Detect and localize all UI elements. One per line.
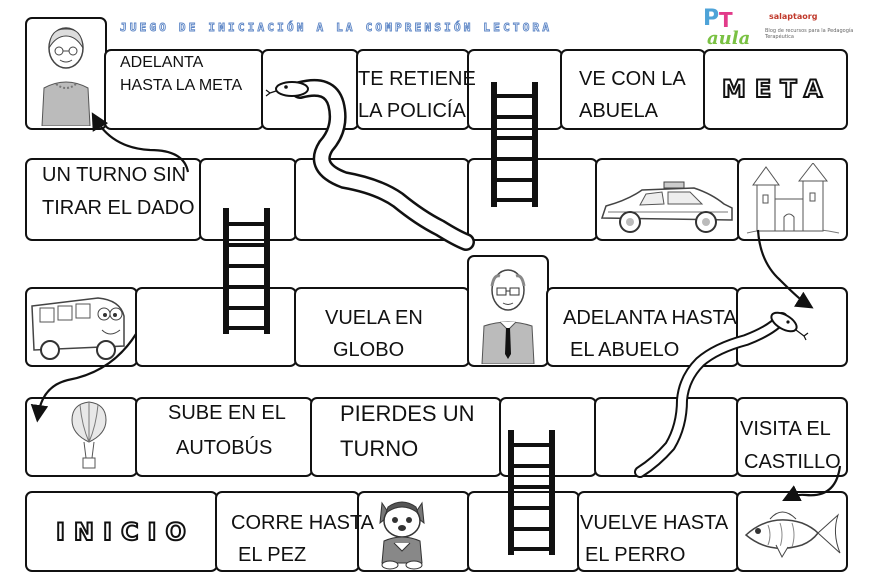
label-abuela-2: ABUELA	[579, 100, 658, 122]
label-adelanta-meta-1: ADELANTA	[120, 54, 204, 71]
label-policia-2: LA POLICÍA	[358, 100, 466, 122]
puppy-picture	[379, 501, 425, 570]
square-empty-r2c3[interactable]	[294, 158, 470, 241]
logo-letter-t: T	[719, 8, 733, 32]
label-abuelo-2: EL ABUELO	[570, 339, 680, 361]
game-title: JUEGO DE INICIACIÓN A LA COMPRENSIÓN LEC…	[120, 21, 553, 35]
castle-picture	[746, 163, 840, 234]
logo-tagline: Blog de recursos para la Pedagogía Terap…	[765, 28, 854, 40]
square-inicio[interactable]	[25, 491, 218, 572]
label-autobus-2: AUTOBÚS	[176, 437, 273, 459]
label-castillo-2: CASTILLO	[744, 451, 841, 473]
square-corre-pez[interactable]	[215, 491, 360, 572]
label-pierdes-1: PIERDES UN	[340, 401, 475, 426]
grandmother-picture	[41, 27, 91, 126]
label-autobus-1: SUBE EN EL	[168, 402, 286, 424]
logo-letter-p: P	[703, 6, 720, 31]
label-policia-1: TE RETIENE	[358, 68, 476, 90]
label-globo-1: VUELA EN	[325, 307, 423, 329]
label-vuelve-perro-1: VUELVE HASTA	[580, 512, 729, 534]
label-globo-2: GLOBO	[333, 339, 405, 361]
label-abuelo-1: ADELANTA HASTA	[563, 307, 737, 329]
label-meta: META	[721, 74, 832, 104]
square-ladder-r4[interactable]	[499, 397, 597, 477]
fish-picture	[744, 511, 841, 559]
label-vuelve-perro-2: EL PERRO	[585, 544, 686, 566]
square-ladder-bottom-r5[interactable]	[467, 491, 580, 572]
logo-word-aula: aula	[707, 28, 751, 49]
label-turno-sin-1: UN TURNO SIN	[42, 164, 187, 186]
square-vuelve-perro[interactable]	[577, 491, 739, 572]
square-empty-r2c4[interactable]	[467, 158, 598, 241]
square-ladder-top[interactable]	[467, 49, 563, 130]
ptaula-logo: P T aula salaptaorg Blog de recursos par…	[703, 4, 853, 52]
balloon-picture	[71, 401, 107, 469]
logo-site-name: salaptaorg	[769, 12, 818, 21]
grandfather-picture	[481, 269, 535, 364]
square-snake-tail[interactable]	[594, 397, 739, 477]
label-castillo-1: VISITA EL	[740, 418, 831, 440]
police-car-picture	[600, 181, 733, 233]
square-pierdes-turno[interactable]	[310, 397, 502, 477]
bus-picture	[31, 297, 125, 360]
square-meta[interactable]	[703, 49, 848, 130]
square-snake-head[interactable]	[736, 287, 848, 367]
label-inicio: INICIO	[55, 517, 195, 547]
label-abuela-1: VE CON LA	[579, 68, 686, 90]
label-corre-pez-2: EL PEZ	[238, 544, 307, 566]
label-turno-sin-2: TIRAR EL DADO	[42, 197, 195, 219]
square-empty-r1c3[interactable]	[261, 49, 359, 130]
square-abuela[interactable]	[560, 49, 706, 130]
square-ladder-r2c2[interactable]	[199, 158, 297, 241]
square-ladder-bottom-r3[interactable]	[135, 287, 297, 367]
label-corre-pez-1: CORRE HASTA	[231, 512, 374, 534]
label-pierdes-2: TURNO	[340, 436, 419, 461]
label-adelanta-meta-2: HASTA LA META	[120, 77, 243, 94]
